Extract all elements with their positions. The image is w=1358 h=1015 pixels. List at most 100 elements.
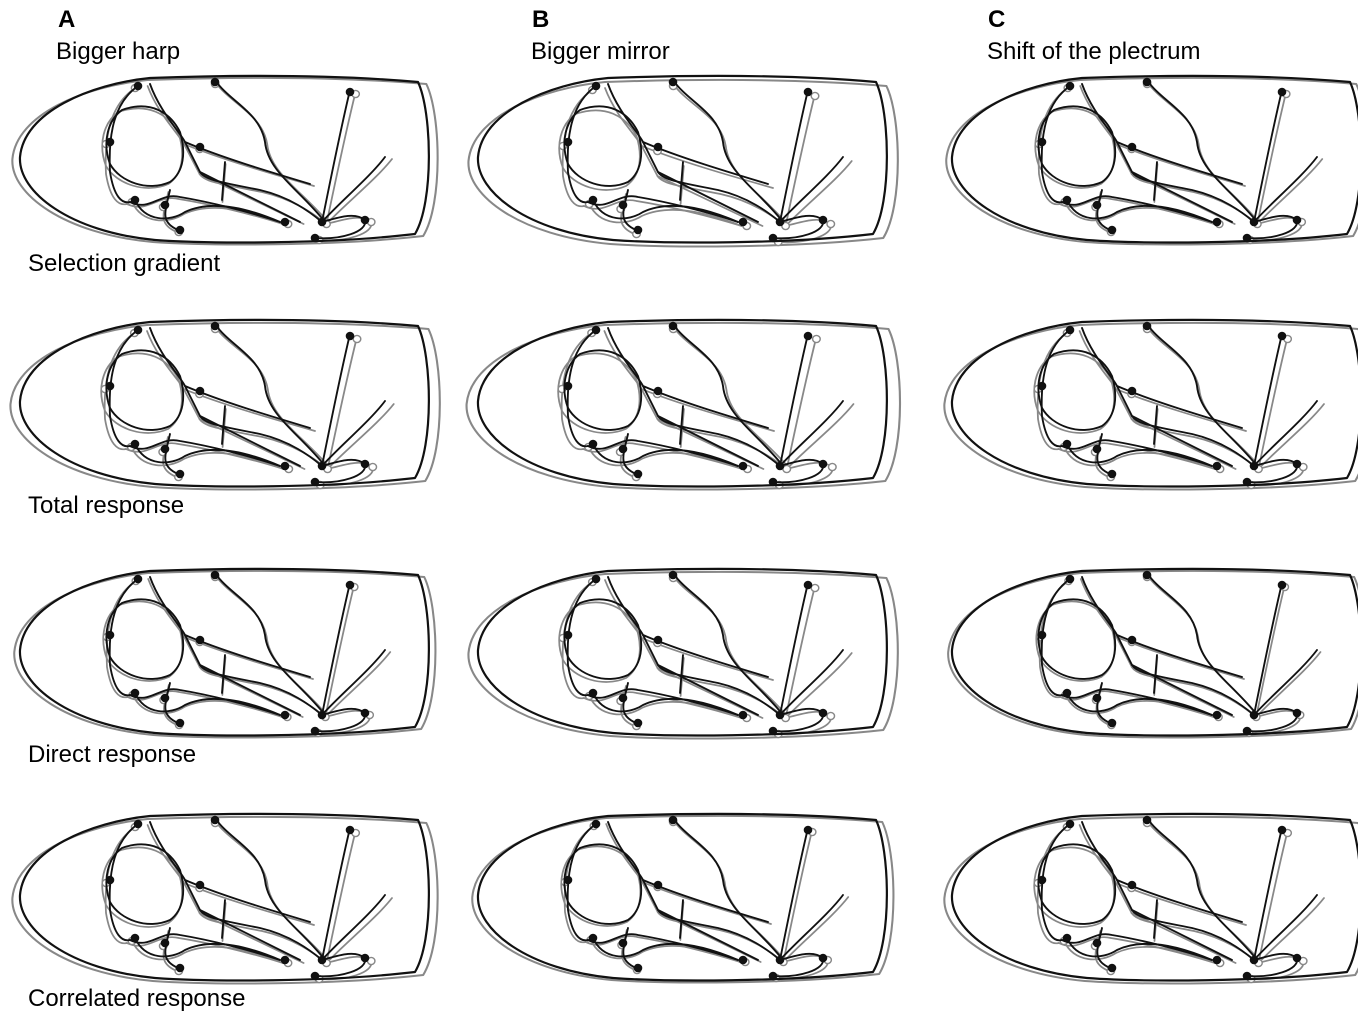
- deformed-landmark: [1278, 826, 1285, 833]
- deformed-landmark: [654, 143, 661, 150]
- deformed-landmark: [1066, 575, 1073, 582]
- deformed-landmark: [318, 711, 325, 718]
- reference-vein: [215, 575, 328, 717]
- deformed-vein: [780, 90, 808, 222]
- deformed-landmark: [1108, 964, 1115, 971]
- reference-vein: [328, 404, 394, 469]
- deformed-landmark: [776, 956, 783, 963]
- reference-vein: [787, 337, 817, 469]
- deformed-landmark: [739, 218, 746, 225]
- deformed-landmark: [176, 470, 183, 477]
- wing-drawing: [942, 810, 1358, 1015]
- deformed-landmark: [739, 956, 746, 963]
- reference-vein: [1258, 898, 1324, 963]
- wing-panel-a-direct-response: [10, 565, 450, 770]
- deformed-landmark: [619, 939, 626, 946]
- reference-vein: [1081, 579, 1256, 717]
- deformed-landmark: [564, 876, 571, 883]
- reference-vein: [148, 825, 327, 963]
- reference-vein: [604, 331, 786, 469]
- deformed-vein: [1038, 599, 1115, 679]
- deformed-wing: [478, 76, 887, 243]
- deformed-vein: [564, 350, 641, 430]
- deformed-landmark: [134, 820, 141, 827]
- deformed-vein: [1082, 328, 1254, 466]
- deformed-vein: [322, 90, 350, 222]
- deformed-wing: [952, 76, 1358, 243]
- deformed-vein: [1147, 80, 1257, 222]
- deformed-landmark: [318, 462, 325, 469]
- deformed-vein: [150, 577, 322, 715]
- deformed-landmark: [161, 445, 168, 452]
- deformed-landmark: [589, 934, 596, 941]
- deformed-landmark: [176, 719, 183, 726]
- deformed-landmark: [819, 709, 826, 716]
- deformed-landmark: [739, 462, 746, 469]
- deformed-vein: [1082, 577, 1254, 715]
- deformed-vein: [150, 328, 322, 466]
- deformed-landmark: [318, 956, 325, 963]
- deformed-landmark: [1243, 478, 1250, 485]
- reference-landmark: [353, 335, 361, 342]
- deformed-landmark: [564, 138, 571, 145]
- deformed-landmark: [776, 711, 783, 718]
- deformed-vein: [1082, 84, 1254, 222]
- wing-drawing: [10, 72, 450, 277]
- deformed-landmark: [311, 727, 318, 734]
- wing-panel-b-total-response: [468, 316, 908, 521]
- deformed-vein: [1147, 818, 1257, 960]
- reference-vein: [325, 652, 390, 717]
- deformed-landmark: [211, 322, 218, 329]
- deformed-vein: [1042, 330, 1070, 446]
- wing-drawing: [468, 810, 908, 1015]
- deformed-landmark: [1063, 440, 1070, 447]
- wing-drawing: [468, 72, 908, 277]
- wing-drawing: [468, 565, 908, 770]
- deformed-vein: [780, 401, 843, 466]
- deformed-vein: [1038, 350, 1115, 430]
- reference-vein: [787, 404, 854, 469]
- deformed-landmark: [804, 332, 811, 339]
- reference-vein: [1080, 86, 1257, 224]
- deformed-vein: [1147, 573, 1257, 715]
- deformed-landmark: [211, 78, 218, 85]
- deformed-vein: [1038, 844, 1115, 924]
- deformed-landmark: [769, 234, 776, 241]
- deformed-landmark: [1250, 711, 1257, 718]
- deformed-landmark: [1128, 143, 1135, 150]
- deformed-vein: [322, 401, 385, 466]
- deformed-vein: [106, 350, 183, 430]
- deformed-landmark: [654, 387, 661, 394]
- wing-drawing: [10, 316, 450, 521]
- deformed-vein: [1254, 401, 1317, 466]
- deformed-landmark: [669, 816, 676, 823]
- reference-vein: [326, 898, 392, 963]
- wing-panel-c-direct-response: [942, 565, 1358, 770]
- deformed-landmark: [654, 881, 661, 888]
- deformed-landmark: [131, 934, 138, 941]
- reference-vein: [673, 327, 790, 469]
- reference-vein: [326, 92, 355, 224]
- deformed-landmark: [196, 636, 203, 643]
- deformed-landmark: [1293, 954, 1300, 961]
- deformed-vein: [110, 824, 138, 940]
- deformed-vein: [780, 895, 843, 960]
- deformed-landmark: [1038, 631, 1045, 638]
- deformed-landmark: [346, 826, 353, 833]
- reference-vein: [147, 331, 328, 469]
- deformed-landmark: [592, 82, 599, 89]
- reference-vein: [786, 586, 815, 718]
- deformed-landmark: [634, 470, 641, 477]
- wing-panel-c-total-response: [942, 316, 1358, 521]
- deformed-vein: [322, 650, 385, 715]
- deformed-vein: [568, 330, 596, 446]
- deformed-vein: [106, 844, 183, 924]
- deformed-landmark: [669, 322, 676, 329]
- deformed-landmark: [1108, 470, 1115, 477]
- reference-landmark: [811, 584, 819, 591]
- deformed-vein: [106, 599, 183, 679]
- deformed-vein: [568, 579, 596, 695]
- deformed-landmark: [106, 382, 113, 389]
- deformed-landmark: [819, 954, 826, 961]
- deformed-landmark: [1143, 322, 1150, 329]
